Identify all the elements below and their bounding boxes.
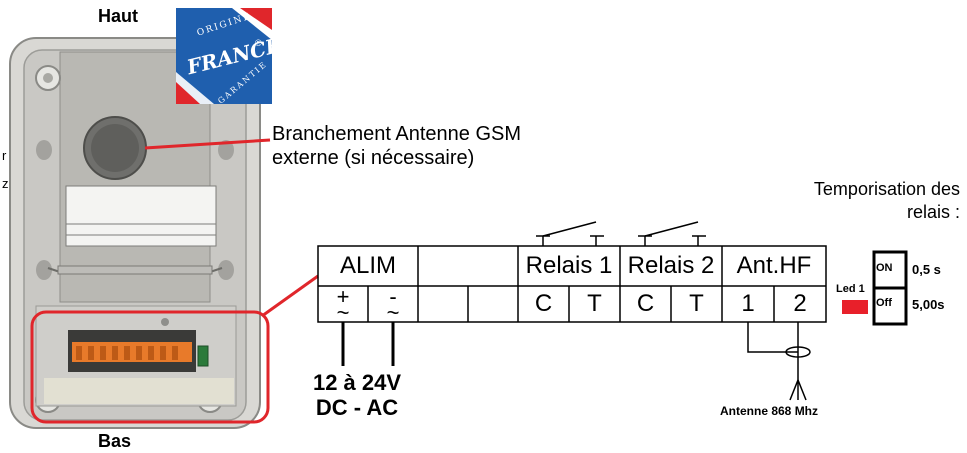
antenna-wiring <box>747 322 811 401</box>
led-indicator <box>842 300 868 314</box>
gsm-callout-line <box>144 138 271 150</box>
terminal-plus: + ~ <box>318 284 368 325</box>
stamp-reg-mark: ® <box>255 38 262 48</box>
gsm-note-line-2: externe (si nécessaire) <box>272 147 475 169</box>
terminal-ant-2: 2 <box>793 290 807 317</box>
switch-off-time: 5,00s <box>912 297 945 312</box>
relay-2-contact-symbol <box>638 221 706 246</box>
voltage-line-1: 12 à 24V <box>312 370 402 395</box>
header-relais-1: Relais 1 <box>525 252 613 279</box>
product-label <box>65 185 217 247</box>
side-char-2: z <box>2 176 9 191</box>
terminal-relais1-c: C <box>534 290 553 317</box>
switch-on-time: 0,5 s <box>912 262 941 277</box>
side-char-1: r <box>2 148 7 163</box>
voltage-line-2: DC - AC <box>315 395 399 420</box>
relay-timing-note: Temporisation des relais : <box>790 178 960 224</box>
gsm-note-line-1: Branchement Antenne GSM <box>272 123 522 145</box>
timing-note-line-2: relais : <box>906 202 960 222</box>
terminal-relais2-t: T <box>689 290 704 317</box>
terminal-minus-sign: - <box>389 284 397 309</box>
device-housing <box>9 37 261 429</box>
switch-off-label: Off <box>876 297 892 309</box>
switch-on-label: ON <box>876 262 893 274</box>
voltage-note: 12 à 24V DC - AC <box>292 370 422 420</box>
terminal-relais1-t: T <box>587 290 602 317</box>
header-ant-hf: Ant.HF <box>736 252 812 279</box>
terminal-minus: - ~ <box>368 284 418 325</box>
bottom-label: Bas <box>98 431 132 451</box>
terminal-plus-sign: + <box>336 284 350 309</box>
antenna-label: Antenne 868 Mhz <box>720 404 819 418</box>
terminal-ant-1: 1 <box>741 290 755 317</box>
header-alim: ALIM <box>339 252 396 279</box>
led-label: Led 1 <box>836 283 865 295</box>
terminal-callout-box <box>30 310 270 424</box>
header-relais-2: Relais 2 <box>627 252 715 279</box>
terminal-relais2-c: C <box>636 290 655 317</box>
ac-symbol: ~ <box>386 300 400 325</box>
top-label: Haut <box>98 6 138 26</box>
timing-note-line-1: Temporisation des <box>813 179 960 199</box>
origine-france-stamp <box>176 8 272 104</box>
ac-symbol: ~ <box>336 300 350 325</box>
terminal-table <box>317 245 827 323</box>
terminal-callout-line <box>261 274 319 318</box>
gsm-antenna-note: Branchement Antenne GSM externe (si néce… <box>272 122 521 170</box>
timing-switch <box>872 250 908 326</box>
relay-1-contact-symbol <box>536 221 604 246</box>
